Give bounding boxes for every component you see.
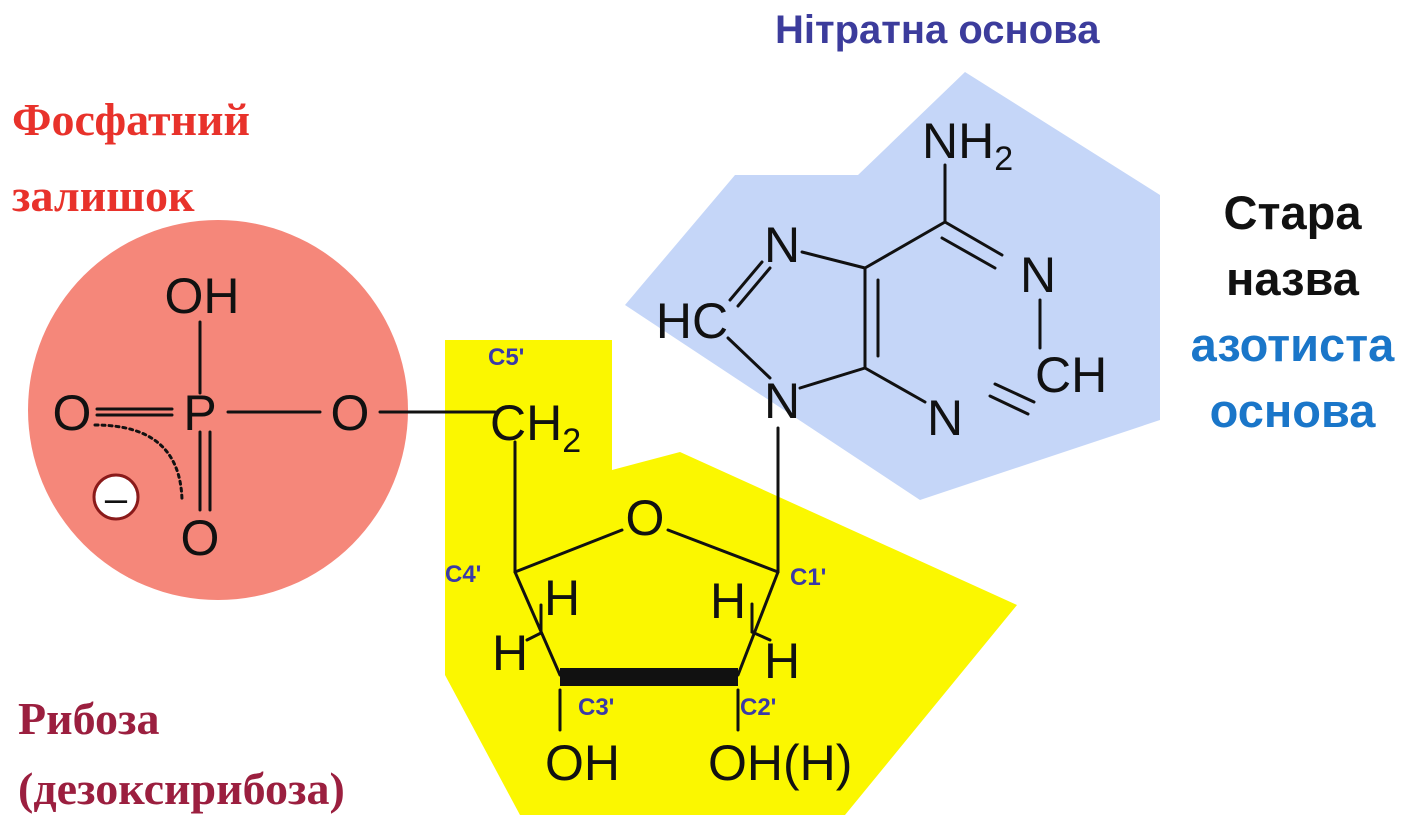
carbon-c4: C4' <box>445 561 481 588</box>
old-name-line-4: основа <box>1209 384 1376 437</box>
atom-ch2-ring: CH <box>1035 347 1107 403</box>
carbon-c5: C5' <box>488 344 524 371</box>
ribose-label-line-2: (дезоксирибоза) <box>18 763 345 814</box>
atom-o-bottom: O <box>181 510 220 566</box>
phosphate-label-line-1: Фосфатний <box>12 94 251 145</box>
atom-o-left: O <box>53 385 92 441</box>
base-region <box>625 72 1160 500</box>
atom-o-right: O <box>331 385 370 441</box>
atom-nh2: NH2 <box>922 113 1013 178</box>
atom-ch2: CH2 <box>490 395 581 460</box>
phosphate-label-line-2: залишок <box>12 170 195 221</box>
ribose-label: Рибоза (дезоксирибоза) <box>18 684 345 824</box>
atom-labels: OH O P O O CH2 O H H H H OH OH(H) NH2 N … <box>53 113 1108 791</box>
carbon-c3: C3' <box>578 694 614 721</box>
atom-n9: N <box>764 373 800 429</box>
atom-p: P <box>183 385 216 441</box>
ribose-region <box>445 340 1017 815</box>
atom-n7: N <box>764 217 800 273</box>
atom-h-c1-down: H <box>764 633 800 689</box>
minus-sign: – <box>105 477 128 521</box>
ribose-label-line-1: Рибоза <box>18 693 160 744</box>
carbon-c2: C2' <box>740 694 776 721</box>
carbon-labels: C5' C4' C3' C2' C1' <box>445 344 826 721</box>
atom-ring-o: O <box>626 490 665 546</box>
old-name-line-2: назва <box>1226 252 1359 305</box>
atom-h-c1-up: H <box>710 573 746 629</box>
carbon-c1: C1' <box>790 564 826 591</box>
old-name-line-3: азотиста <box>1190 318 1395 371</box>
phosphate-label: Фосфатний залишок <box>12 82 250 234</box>
atom-hc8: HC <box>656 293 728 349</box>
bonds <box>93 163 1042 732</box>
old-name-line-1: Стара <box>1223 186 1362 239</box>
atom-oh-top: OH <box>165 268 240 324</box>
atom-n3: N <box>927 390 963 446</box>
atom-h-c4-down: H <box>492 625 528 681</box>
atom-n1: N <box>1020 247 1056 303</box>
base-label: Нітратна основа <box>775 8 1100 52</box>
old-name-note: Стара назва азотиста основа <box>1170 180 1415 444</box>
atom-h-c4-up: H <box>544 570 580 626</box>
atom-oh-c3: OH <box>545 735 620 791</box>
atom-oh-c2: OH(H) <box>708 735 852 791</box>
minus-badge <box>92 473 140 521</box>
